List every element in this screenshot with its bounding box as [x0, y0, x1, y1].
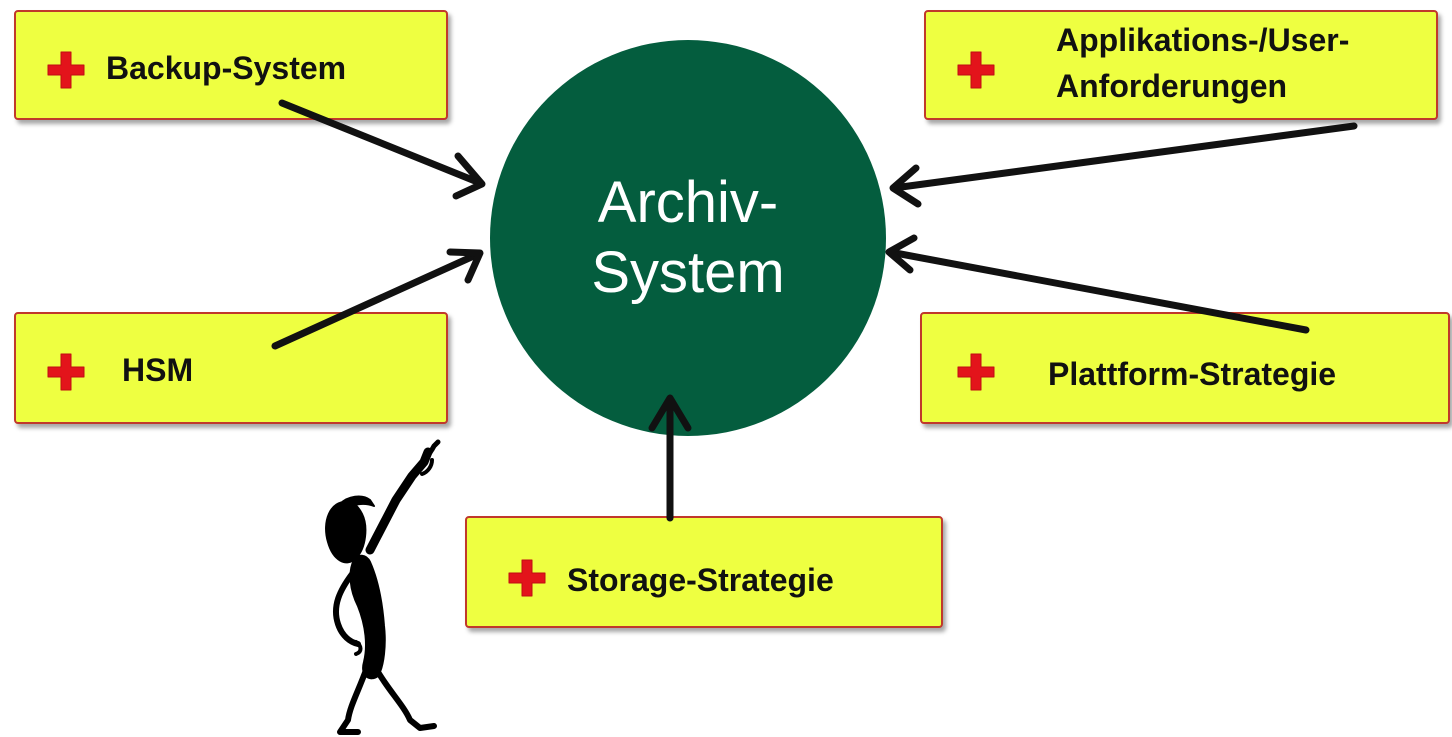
arrow-plattform-to-archiv: [885, 234, 1310, 334]
plattform-strategie-label: Plattform-Strategie: [1048, 356, 1337, 392]
archiv-system-label: Archiv- System: [490, 40, 886, 436]
arrow-hsm-to-archiv: [271, 248, 484, 350]
storage-strategie-label: Storage-Strategie: [567, 562, 834, 598]
applikations-box: Applikations-/User- Anforderungen: [924, 10, 1438, 120]
archiv-system-circle: [490, 40, 886, 436]
archiv-system-label-line1: Archiv-: [597, 170, 779, 235]
backup-system-box: Backup-System: [14, 10, 448, 120]
plus-icon: [508, 559, 546, 597]
plus-icon: [47, 51, 85, 89]
arrow-applikations-to-archiv: [889, 122, 1358, 208]
storage-strategie-box: Storage-Strategie: [465, 516, 943, 628]
applikations-label-line2: Anforderungen: [1056, 68, 1288, 104]
plattform-strategie-box: Plattform-Strategie: [920, 312, 1450, 424]
hsm-label: HSM: [122, 352, 194, 388]
arrow-storage-to-archiv: [648, 394, 692, 522]
arrow-backup-to-archiv: [278, 99, 486, 200]
plus-icon: [47, 353, 85, 391]
backup-system-label: Backup-System: [106, 50, 347, 86]
plus-icon: [957, 51, 995, 89]
pointing-person-figure: [325, 439, 441, 735]
hsm-box: HSM: [14, 312, 448, 424]
archiv-system-label-line2: System: [591, 240, 785, 305]
plus-icon: [957, 353, 995, 391]
applikations-label-line1: Applikations-/User-: [1056, 22, 1350, 58]
